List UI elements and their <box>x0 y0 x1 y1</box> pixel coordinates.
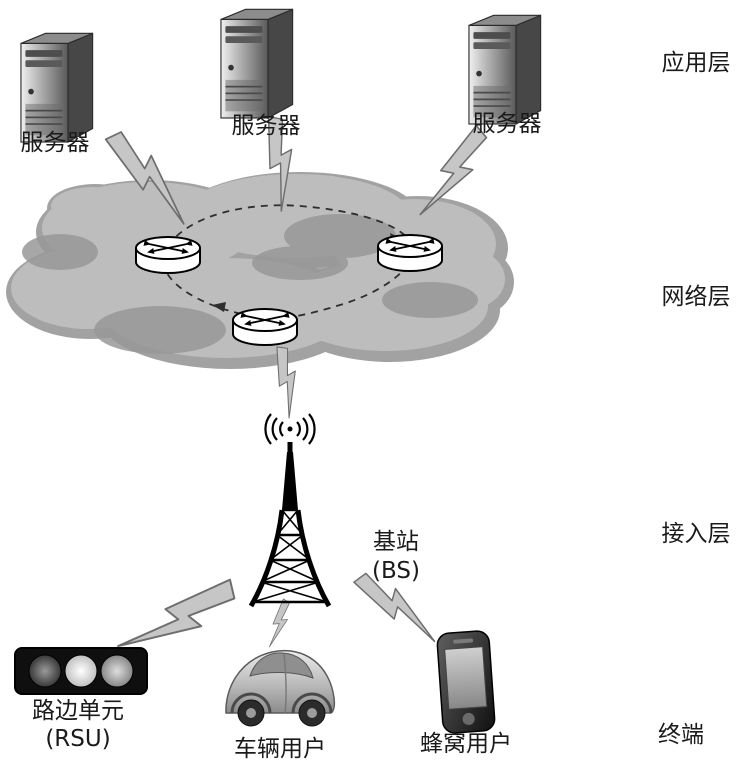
router-icon <box>378 235 442 271</box>
rsu-label: 路边单元 <box>32 698 124 724</box>
lightning-link-basestation-vehicle <box>267 597 293 650</box>
cellphone-icon <box>436 630 496 734</box>
base-station-label: 基站 <box>373 529 419 555</box>
radio-waves-icon <box>264 412 316 446</box>
layer-label-terminal: 终端 <box>658 722 704 748</box>
vehicle-user-label: 车辆用户 <box>234 736 326 762</box>
rsu-abbr-label: (RSU) <box>45 726 110 752</box>
server-2-label: 服务器 <box>232 113 301 139</box>
loop-arrowhead <box>212 302 226 312</box>
layer-label-access: 接入层 <box>662 521 731 547</box>
server-1-label: 服务器 <box>21 130 90 156</box>
layer-label-network: 网络层 <box>662 284 731 310</box>
cellular-user-label: 蜂窝用户 <box>420 731 512 757</box>
server-icon <box>468 14 542 125</box>
network-cloud-icon <box>6 172 514 369</box>
router-icon <box>233 309 297 345</box>
server-icon <box>20 32 94 143</box>
server-3-label: 服务器 <box>473 111 542 137</box>
vehicle-icon <box>225 649 336 727</box>
roadside-unit-icon <box>14 647 148 695</box>
router-icon <box>136 237 200 273</box>
base-station-tower-icon <box>248 412 332 608</box>
layer-label-application: 应用层 <box>662 50 731 76</box>
base-station-abbr-label: (BS) <box>372 558 420 584</box>
server-icon <box>220 8 294 119</box>
